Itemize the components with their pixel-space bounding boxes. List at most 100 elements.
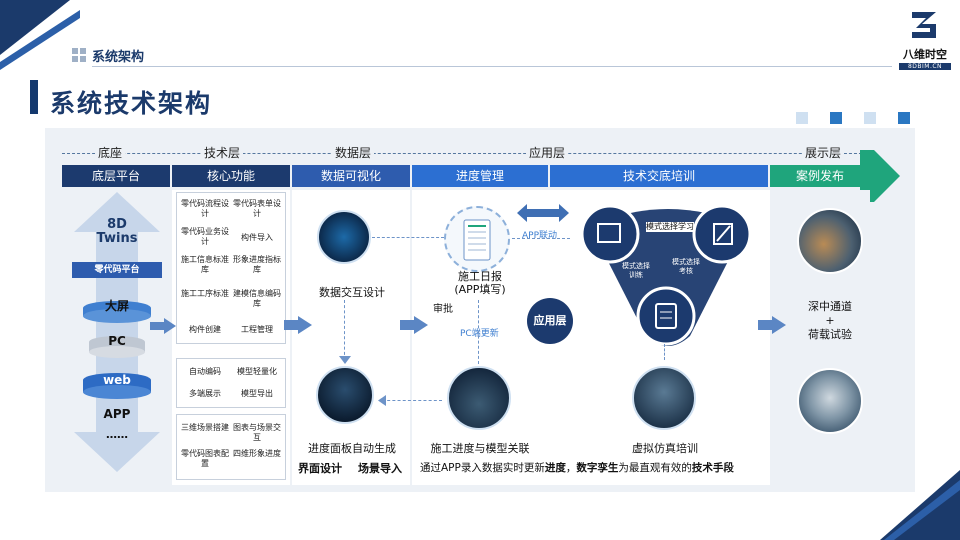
- case-thumbnail-1: [797, 208, 863, 274]
- layer-axis-line: [62, 153, 872, 154]
- band-progress: 进度管理: [412, 165, 548, 187]
- base-item: APP: [103, 407, 131, 421]
- band-training: 技术交底培训: [550, 165, 768, 187]
- progress-model-thumbnail: [447, 366, 511, 430]
- summary-part: 数字孪生: [576, 462, 619, 474]
- zero-code-platform: 零代码平台: [72, 262, 162, 278]
- daily-report-subtitle: (APP填写): [454, 283, 506, 296]
- connector: [344, 300, 345, 360]
- summary-part: 进度: [544, 462, 566, 474]
- core-item: 零代码图表配置: [181, 449, 229, 468]
- application-summary: 通过APP录入数据实时更新进度，数字孪生为最直观有效的技术手段: [420, 460, 770, 475]
- deco-square: [864, 112, 876, 124]
- simulation-thumbnail: [632, 366, 696, 430]
- core-item: 施工信息标准库: [181, 255, 229, 274]
- core-box-1: 零代码流程设计 零代码表单设计 零代码业务设计 构件导入 施工信息标准库 形象进…: [176, 192, 286, 344]
- data-item-1: 数据交互设计: [319, 286, 385, 299]
- base-top-line2: Twins: [96, 231, 138, 246]
- core-item: 零代码业务设计: [181, 227, 229, 246]
- base-top-line1: 8D: [107, 217, 127, 232]
- core-item: 构件导入: [241, 233, 273, 242]
- core-item: 零代码表单设计: [233, 199, 281, 218]
- band-core: 核心功能: [172, 165, 290, 187]
- connector: [664, 344, 665, 360]
- core-item: 零代码流程设计: [181, 199, 229, 218]
- layer-label: 技术层: [201, 144, 244, 162]
- base-item: 大屏: [104, 299, 129, 313]
- layer-arrow-icon: [860, 150, 900, 202]
- app-link-arrow-icon: [517, 204, 569, 222]
- progress-item-2: 施工进度与模型关联: [430, 442, 530, 455]
- deco-square: [796, 112, 808, 124]
- layer-label: 数据层: [332, 144, 375, 162]
- layer-label: 底座: [95, 144, 126, 162]
- company-logo: 八维时空 8DBIM.CN: [895, 10, 955, 70]
- daily-report-title: 施工日报: [458, 270, 502, 283]
- logo-mark-icon: [912, 12, 936, 38]
- summary-part: 为最直观有效的: [618, 462, 692, 474]
- flow-arrow-icon: [400, 316, 428, 334]
- core-item: 模型轻量化: [237, 367, 277, 376]
- app-link-label: APP联动: [522, 231, 558, 241]
- mode-study-label: 模式选择学习: [646, 222, 694, 232]
- band-base: 底层平台: [62, 165, 170, 187]
- breadcrumb: 系统架构: [92, 50, 145, 65]
- core-item: 施工工序标准: [181, 289, 229, 298]
- data-footer-1: 界面设计: [298, 462, 342, 475]
- base-item: PC: [108, 334, 126, 348]
- pc-update-label: PC端更新: [460, 329, 499, 339]
- application-layer-badge: 应用层: [527, 298, 573, 344]
- approve-label: 审批: [433, 304, 453, 315]
- core-item: 图表与场景交互: [233, 423, 281, 442]
- band-data: 数据可视化: [292, 165, 410, 187]
- deco-square: [830, 112, 842, 124]
- layer-label: 展示层: [802, 144, 845, 162]
- data-interaction-thumbnail: [317, 210, 371, 264]
- case-name-1: 深中通道: [808, 300, 852, 313]
- base-item: web: [103, 373, 131, 387]
- connector: [382, 400, 442, 401]
- breadcrumb-squares-icon: [72, 48, 86, 62]
- core-item: 工程管理: [241, 325, 273, 334]
- core-item: 自动编码: [189, 367, 221, 376]
- flow-arrow-icon: [758, 316, 786, 334]
- training-item: 虚拟仿真培训: [632, 442, 698, 455]
- mode-exam-label: 模式选择考核: [672, 258, 700, 275]
- core-item: 形象进度指标库: [233, 255, 281, 274]
- daily-report-thumbnail: [444, 206, 510, 272]
- base-stack-arrow: [74, 192, 160, 472]
- layer-header: 底座 技术层 数据层 应用层 展示层: [62, 144, 872, 162]
- connector: [478, 300, 479, 364]
- flow-arrow-icon: [284, 316, 312, 334]
- logo-url: 8DBIM.CN: [899, 63, 951, 70]
- logo-name: 八维时空: [903, 48, 947, 61]
- corner-decoration-br: [880, 470, 960, 540]
- cases-label: 深中通道 + 荷载试验: [780, 300, 880, 342]
- title-accent: [30, 80, 38, 114]
- core-item: 四维形象进度: [233, 449, 281, 458]
- dashboard-thumbnail: [316, 366, 374, 424]
- base-top-label: 8D Twins: [80, 218, 154, 246]
- core-item: 模型导出: [241, 389, 273, 398]
- summary-part: 技术手段: [691, 462, 734, 474]
- core-item: 构件创建: [189, 325, 221, 334]
- deco-square: [898, 112, 910, 124]
- connector: [512, 238, 570, 239]
- band-cases: 案例发布: [770, 165, 870, 187]
- data-footer-2: 场景导入: [358, 462, 402, 475]
- down-arrow-icon: [339, 356, 351, 364]
- layer-label: 应用层: [526, 144, 569, 162]
- core-item: 多端展示: [189, 389, 221, 398]
- left-arrow-icon: [378, 395, 386, 406]
- flow-arrow-icon: [150, 318, 176, 334]
- mode-training-label: 模式选择训练: [622, 262, 650, 279]
- training-cycle-diagram: [580, 204, 752, 346]
- core-box-3: 三维场景搭建 图表与场景交互 零代码图表配置 四维形象进度: [176, 414, 286, 480]
- case-thumbnail-2: [797, 368, 863, 434]
- divider: [92, 66, 892, 67]
- core-item: 三维场景搭建: [181, 423, 229, 432]
- page-title: 系统技术架构: [50, 89, 213, 118]
- data-item-2: 进度面板自动生成: [308, 442, 396, 455]
- case-plus: +: [825, 314, 835, 327]
- summary-part: ，: [565, 462, 577, 474]
